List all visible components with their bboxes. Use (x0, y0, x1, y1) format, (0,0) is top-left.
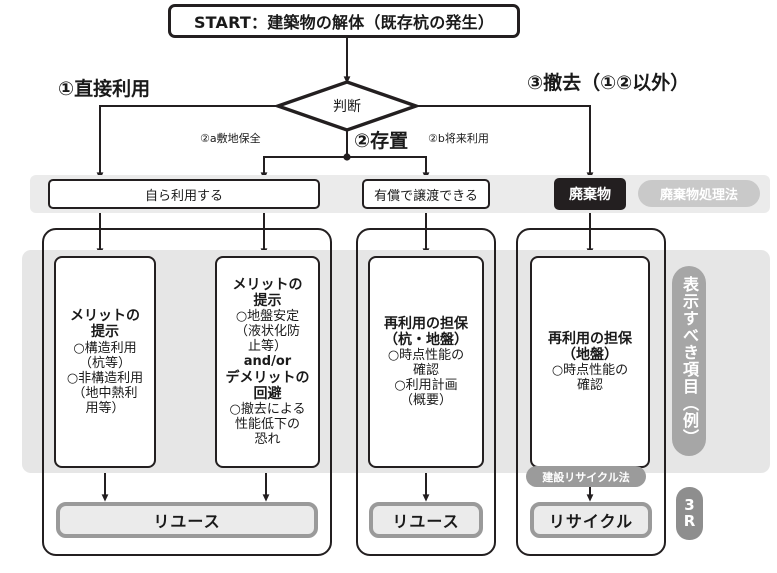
status-box-paid-transfer-label: 有償で譲渡できる (374, 188, 478, 204)
detail-line: ○時点性能の (387, 348, 465, 364)
pill-waste-disposal-law-label: 廃棄物処理法 (659, 188, 738, 203)
pill-construction-recycling-law-label: 建設リサイクル法 (542, 470, 630, 484)
detail-line: 提示 (91, 324, 119, 341)
detail-line: 用等） (85, 400, 125, 416)
detail-line: ○非構造利用 (66, 370, 144, 386)
detail-line: （地中熱利 (72, 385, 138, 401)
branch-label-store: ②存置 (354, 130, 409, 152)
status-box-waste: 廃棄物 (554, 178, 626, 210)
detail-line: 確認 (412, 363, 439, 379)
detail-box-reuse-ground: 再利用の担保（地盤）○時点性能の確認 (530, 256, 650, 468)
detail-line: （杭・地盤） (384, 331, 468, 348)
branch-label-remove: ③撤去（①②以外） (527, 72, 690, 94)
result-box-reuse-mid: リユース (369, 502, 483, 538)
detail-line: ○構造利用 (73, 340, 137, 356)
decision-label-wrap: 判断 (278, 82, 416, 130)
status-box-self-use: 自ら利用する (48, 179, 320, 209)
pill-construction-recycling-law: 建設リサイクル法 (526, 466, 646, 487)
result-box-recycle-label: リサイクル (548, 512, 634, 531)
badge-3r-line1: 3 (684, 495, 695, 514)
status-box-self-use-label: 自ら利用する (144, 188, 223, 204)
detail-line: ○撤去による (229, 402, 306, 417)
detail-line: （概要） (399, 393, 452, 409)
detail-box-reuse-pile-ground: 再利用の担保（杭・地盤）○時点性能の確認○利用計画（概要） (368, 256, 484, 468)
decision-label: 判断 (333, 99, 361, 115)
detail-line: （地盤） (562, 346, 618, 363)
detail-line: メリットの (70, 308, 140, 325)
start-label: START：建築物の解体（既存杭の発生） (193, 13, 495, 32)
badge-3r: 3 R (676, 487, 703, 540)
result-box-recycle: リサイクル (530, 502, 652, 538)
detail-line: 確認 (576, 378, 603, 394)
detail-box-merit-structural: メリットの提示○構造利用（杭等）○非構造利用（地中熱利用等） (54, 256, 156, 468)
detail-line: 性能低下の (234, 417, 300, 433)
branch-label-direct-use: ①直接利用 (58, 78, 151, 100)
result-box-reuse-left-label: リユース (153, 512, 221, 531)
status-box-paid-transfer: 有償で譲渡できる (362, 179, 490, 209)
detail-line: メリットの (232, 276, 303, 293)
detail-line: 止等） (247, 339, 287, 355)
detail-line: デメリットの (225, 369, 310, 386)
vertical-rail-label: 表示すべき項目（例） (680, 276, 699, 446)
detail-line: ○時点性能の (551, 363, 629, 379)
branch-label-future-use: ②b将来利用 (428, 132, 489, 145)
group-container-direct-use (42, 228, 332, 556)
result-box-reuse-left: リユース (56, 502, 318, 538)
detail-line: 再利用の担保 (384, 315, 468, 332)
detail-line: 回避 (253, 385, 282, 402)
status-box-waste-label: 廃棄物 (569, 187, 611, 203)
group-container-remove (516, 228, 666, 556)
vertical-rail-display-items: 表示すべき項目（例） (672, 266, 706, 456)
detail-line: 提示 (253, 292, 282, 309)
detail-line: ○利用計画 (394, 378, 458, 394)
badge-3r-line2: R (683, 511, 696, 530)
group-container-store (356, 228, 496, 556)
detail-line: 再利用の担保 (548, 330, 632, 347)
detail-line: 恐れ (254, 432, 281, 448)
branch-label-site-preservation: ②a敷地保全 (200, 132, 261, 145)
detail-line: and/or (243, 354, 292, 370)
start-node: START：建築物の解体（既存杭の発生） (168, 4, 520, 38)
pill-waste-disposal-law: 廃棄物処理法 (638, 180, 760, 207)
detail-line: （液状化防 (234, 324, 300, 340)
detail-line: ○地盤安定 (235, 309, 300, 325)
result-box-reuse-mid-label: リユース (392, 512, 460, 531)
detail-line: （杭等） (78, 355, 131, 371)
